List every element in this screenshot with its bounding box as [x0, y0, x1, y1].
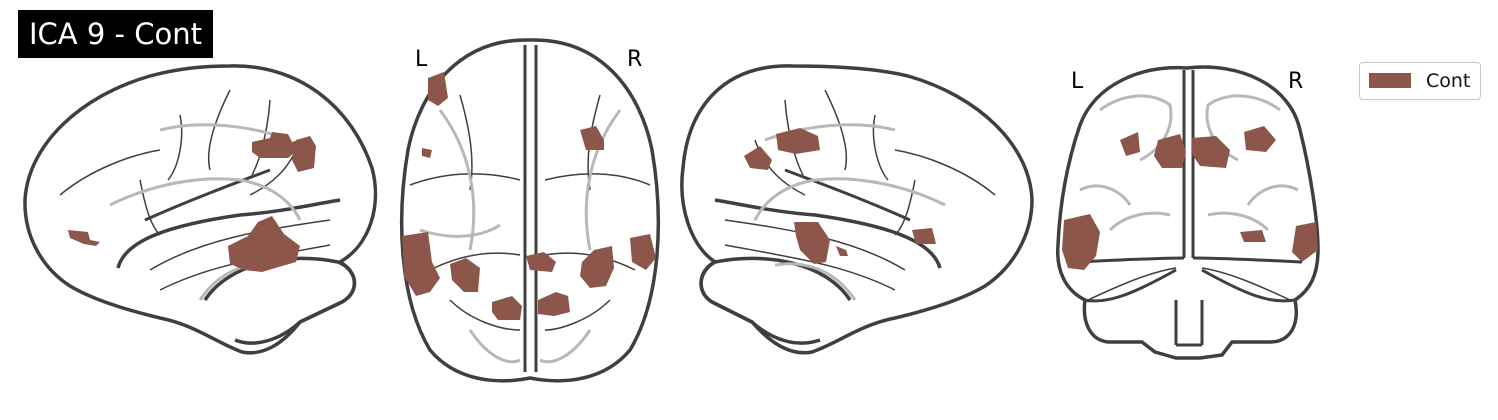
activation-blob: [450, 258, 480, 292]
activation-blobs: [744, 128, 936, 264]
activation-blob: [68, 230, 100, 246]
activation-blob: [252, 132, 300, 158]
right-sagittal-view: [680, 64, 1034, 355]
cerebellum-outline: [699, 256, 852, 345]
activation-blob: [1154, 134, 1186, 168]
temporal-lobe-outline: [116, 198, 341, 269]
activation-blobs: [1062, 126, 1318, 270]
activation-blobs: [68, 132, 316, 272]
coronal-outline: [1055, 65, 1320, 360]
coronal-view: L R: [1055, 65, 1320, 360]
activation-blob: [1240, 230, 1266, 242]
activation-blob: [422, 148, 432, 158]
activation-blob: [402, 232, 440, 296]
coronal-right-label: R: [1288, 69, 1303, 94]
activation-blob: [630, 234, 656, 270]
activation-blob: [912, 228, 936, 244]
cerebellum-outline: [203, 256, 357, 345]
activation-blob: [794, 222, 830, 264]
figure-title: ICA 9 - Cont: [18, 10, 213, 58]
activation-blob: [428, 72, 448, 106]
activation-blob: [836, 246, 848, 256]
activation-blob: [538, 292, 570, 316]
activation-blob: [1244, 126, 1276, 152]
axial-right-label: R: [627, 47, 642, 72]
activation-blob: [1062, 214, 1100, 270]
left-sagittal-view: [23, 64, 378, 355]
sagittal-outline: [680, 64, 1034, 355]
coronal-left-label: L: [1071, 69, 1084, 94]
activation-blob: [1120, 132, 1140, 156]
activation-blob: [580, 246, 614, 288]
legend-label: Cont: [1426, 70, 1471, 92]
sagittal-outline: [23, 64, 378, 355]
activation-blob: [776, 128, 820, 154]
activation-blob: [1192, 136, 1230, 168]
activation-blob: [292, 136, 316, 172]
axial-outline: [399, 38, 661, 383]
activation-blob: [526, 252, 556, 272]
axial-view: L R: [399, 38, 661, 383]
temporal-lobe-outline: [714, 198, 942, 269]
activation-blob: [1292, 222, 1318, 262]
activation-blob: [580, 126, 604, 150]
axial-left-label: L: [415, 47, 428, 72]
legend: Cont: [1359, 62, 1481, 100]
activation-blob: [492, 296, 522, 320]
activation-blob: [228, 216, 300, 272]
activation-blob: [744, 146, 772, 170]
activation-blobs: [402, 72, 656, 320]
legend-swatch: [1369, 73, 1411, 88]
